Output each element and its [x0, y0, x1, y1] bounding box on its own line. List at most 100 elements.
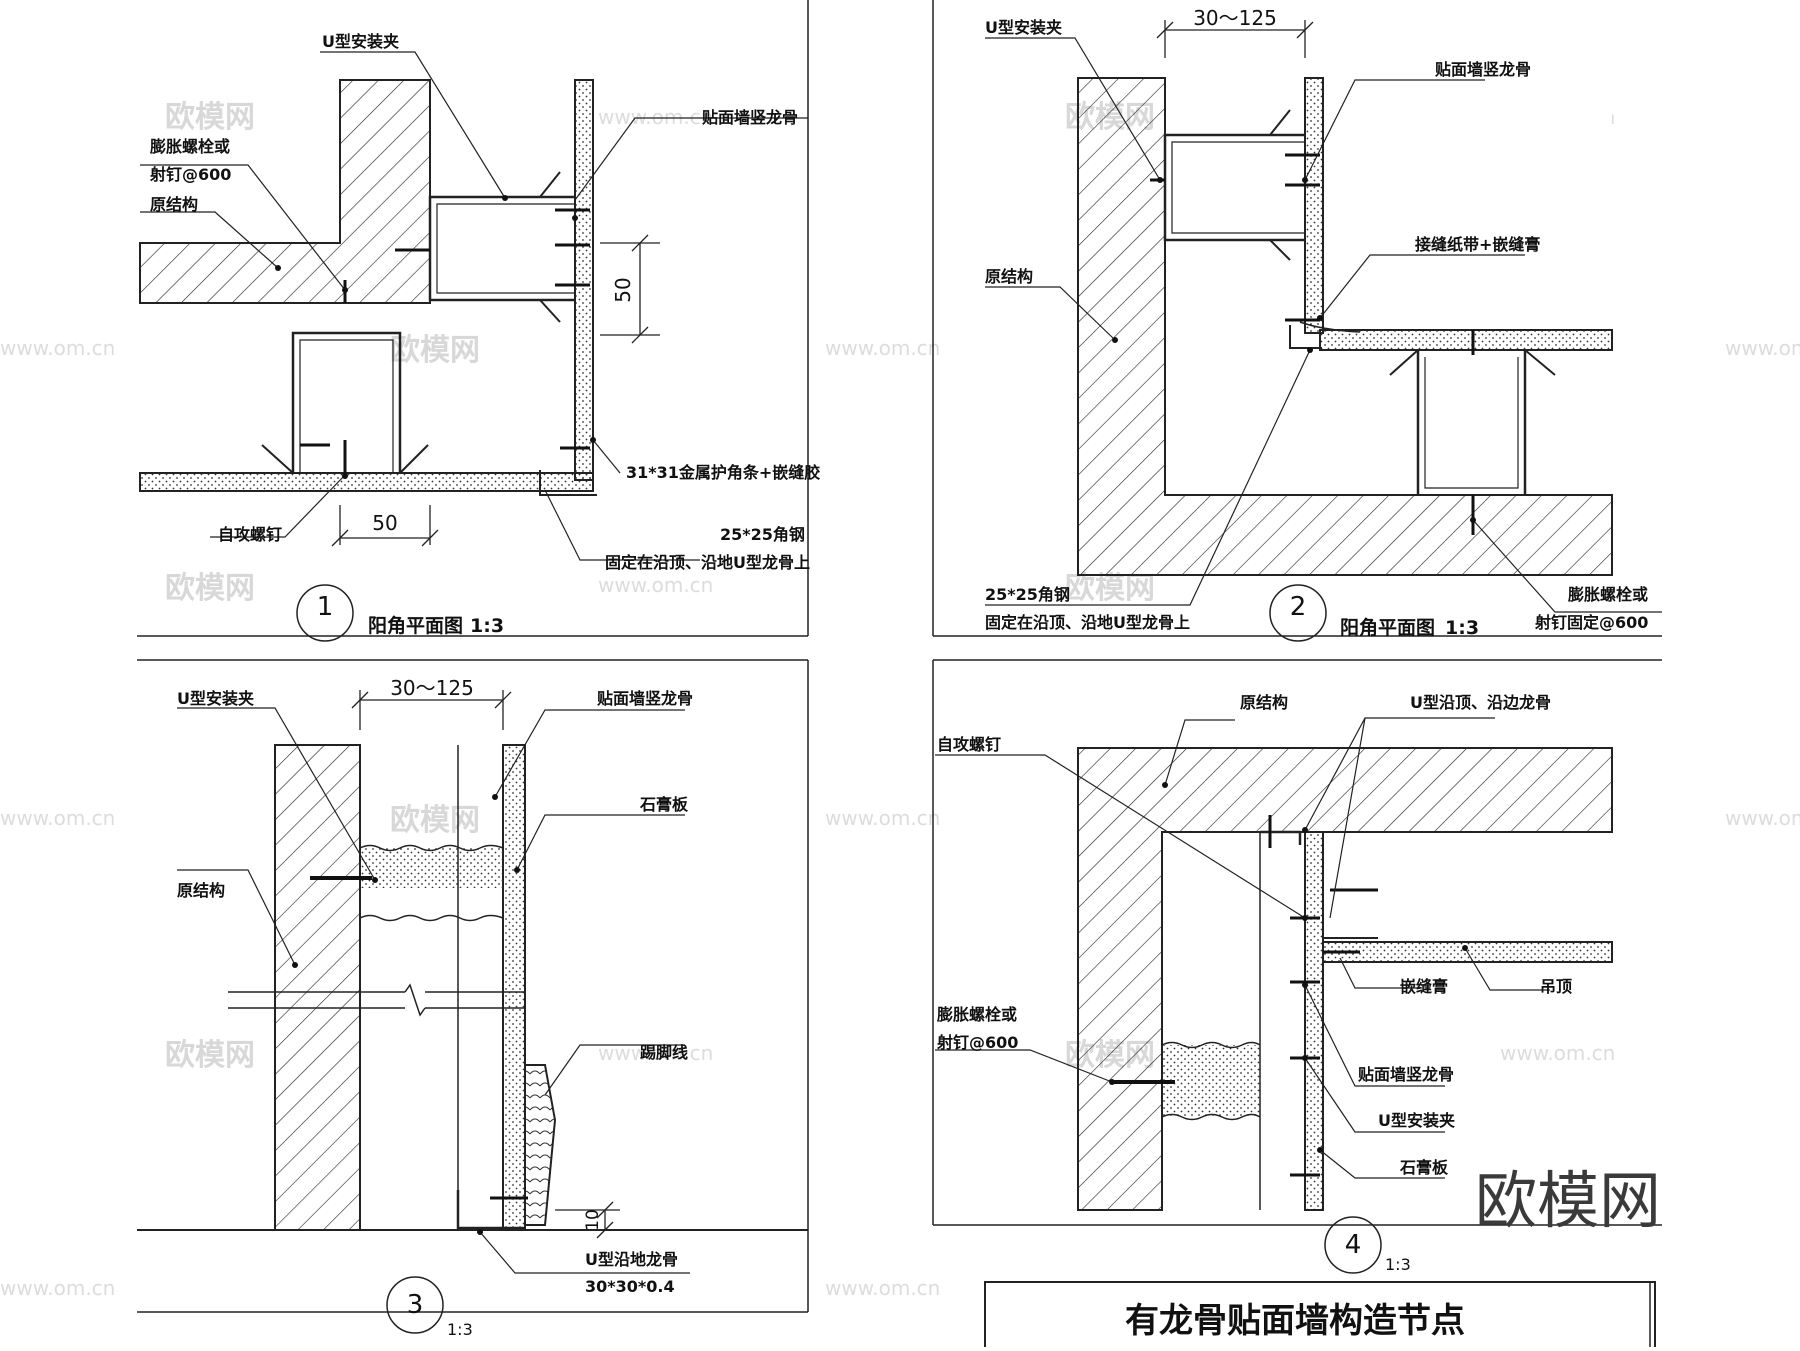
label-floor-track: 30*30*0.4 — [585, 1277, 675, 1296]
u-clip — [359, 844, 504, 852]
drawing-title: 有龙骨贴面墙构造节点 — [1125, 1301, 1465, 1341]
u-channel — [1163, 133, 1305, 242]
detail-4: 原结构 U型沿顶、沿边龙骨 自攻螺钉 嵌缝膏 吊顶 膨胀螺栓或 射钉@600 贴… — [935, 693, 1613, 1274]
watermark-url: www.om.cn — [825, 806, 940, 830]
dim-text: 50 — [372, 511, 397, 535]
label-tape: 接缝纸带+嵌缝膏 — [1415, 235, 1540, 254]
leaders — [935, 717, 1550, 1179]
watermark-url: www.om.cn — [1725, 336, 1800, 360]
detail-number: 2 — [1290, 592, 1307, 622]
label-tracks: U型沿顶、沿边龙骨 — [1410, 693, 1551, 712]
top-track — [1260, 830, 1302, 845]
label-u-clip: U型安装夹 — [1378, 1111, 1455, 1130]
dimension — [600, 234, 660, 344]
label-u-clip: U型安装夹 — [985, 18, 1062, 37]
leaders — [140, 51, 808, 561]
detail-3: 30～125 10 U型安装夹 贴面墙竖龙骨 石膏板 原结构 踢脚线 U型沿地龙… — [137, 676, 808, 1339]
detail-scale: 1:3 — [1445, 617, 1479, 639]
label-bolt: 膨胀螺栓或 — [937, 1005, 1017, 1024]
detail-number-circle — [1324, 1216, 1382, 1274]
detail-number-circle — [386, 1276, 444, 1334]
detail-title: 阳角平面图 — [368, 614, 463, 637]
detail-2: 30～125 U型安装夹 贴面墙竖龙骨 接缝纸带+嵌缝膏 原结构 25*25角钢… — [985, 6, 1662, 642]
concrete-structure — [139, 79, 431, 304]
watermark-url: www.om.cn — [825, 336, 940, 360]
label-stud: 贴面墙竖龙骨 — [1358, 1065, 1454, 1084]
gypsum-board-vertical — [574, 79, 594, 481]
detail-1: 50 50 U型安装夹 贴面墙竖龙骨 膨胀螺栓或 射钉@600 原结构 31*3… — [139, 32, 820, 642]
skirting-board — [524, 1064, 557, 1226]
watermark-url: www.om.cn — [598, 573, 713, 597]
watermark-url: www.om.cn — [0, 336, 115, 360]
label-skirting: 踢脚线 — [640, 1043, 688, 1062]
label-bolt: 膨胀螺栓或 — [1568, 585, 1648, 604]
watermark-url: www.om.cn — [0, 1276, 115, 1300]
label-screw: 自攻螺钉 — [937, 735, 1001, 754]
watermark: 欧模网 — [165, 100, 255, 135]
watermark: 欧模网 — [390, 333, 480, 368]
label-angle: 固定在沿顶、沿地U型龙骨上 — [985, 613, 1190, 632]
label-stud: 贴面墙竖龙骨 — [1435, 60, 1531, 79]
label-gypsum: 石膏板 — [639, 795, 689, 814]
watermark: 欧模网 — [165, 1038, 255, 1073]
label-structure: 原结构 — [1240, 693, 1288, 712]
detail-scale: 1:3 — [447, 1320, 473, 1339]
dim-text: 30～125 — [390, 676, 474, 700]
dim-text: 10 — [583, 1209, 603, 1231]
watermark-url: www.om.cn — [825, 1276, 940, 1300]
leaders — [985, 37, 1662, 613]
watermark: 欧模网 — [390, 803, 480, 838]
u-channel — [428, 195, 575, 302]
label-gypsum: 石膏板 — [1399, 1158, 1449, 1177]
dimension — [331, 505, 439, 547]
detail-number-circle — [296, 584, 354, 642]
watermark-url: www.om.cn — [0, 806, 115, 830]
detail-number: 4 — [1345, 1230, 1362, 1260]
floor-track — [456, 1190, 525, 1230]
concrete-structure — [274, 744, 361, 1231]
label-bolt: 射钉固定@600 — [1534, 613, 1648, 632]
label-structure: 原结构 — [985, 267, 1033, 286]
gypsum-board-vertical — [1304, 77, 1324, 334]
frames — [137, 0, 1662, 1351]
stud-channel — [1416, 350, 1527, 495]
detail-scale: 1:3 — [470, 615, 504, 637]
watermark-url: www.om.cn — [598, 105, 713, 129]
label-angle: 固定在沿顶、沿地U型龙骨上 — [605, 553, 810, 572]
watermark-url: www.om.cn — [1725, 806, 1800, 830]
detail-number-circle — [1269, 584, 1327, 642]
dimension — [351, 690, 512, 730]
watermark-url: www.om.cn — [1500, 1041, 1615, 1065]
label-bolt: 射钉@600 — [149, 165, 231, 184]
gypsum-board-horizontal — [1319, 329, 1613, 351]
dim-text: 50 — [611, 277, 635, 302]
label-structure: 原结构 — [150, 195, 198, 214]
label-ceiling: 吊顶 — [1540, 977, 1572, 996]
label-screw: 自攻螺钉 — [218, 525, 282, 544]
label-stud: 贴面墙竖龙骨 — [597, 689, 693, 708]
dim-text: 30～125 — [1193, 6, 1277, 30]
watermark: 欧模网 — [165, 571, 255, 606]
watermark: 欧模网 — [1065, 571, 1155, 606]
label-structure: 原结构 — [177, 881, 225, 900]
label-filler: 嵌缝膏 — [1400, 977, 1448, 996]
stud-channel — [291, 331, 402, 473]
label-u-clip: U型安装夹 — [322, 32, 399, 51]
concrete-structure — [1077, 747, 1613, 1211]
detail-number: 1 — [317, 592, 334, 622]
label-angle: 25*25角钢 — [985, 585, 1070, 604]
label-stud: 贴面墙竖龙骨 — [702, 108, 798, 127]
brand-logo: 欧模网 — [1475, 1164, 1661, 1237]
gypsum-board — [502, 744, 526, 1231]
detail-scale: 1:3 — [1385, 1255, 1411, 1274]
label-bolt: 射钉@600 — [936, 1033, 1018, 1052]
u-clip — [1161, 1041, 1261, 1049]
dimension — [1156, 20, 1314, 58]
detail-number: 3 — [407, 1290, 424, 1320]
label-floor-track: U型沿地龙骨 — [585, 1250, 678, 1269]
gypsum-board-horizontal — [139, 472, 594, 492]
leaders — [177, 707, 690, 1274]
detail-title: 阳角平面图 — [1340, 616, 1435, 639]
